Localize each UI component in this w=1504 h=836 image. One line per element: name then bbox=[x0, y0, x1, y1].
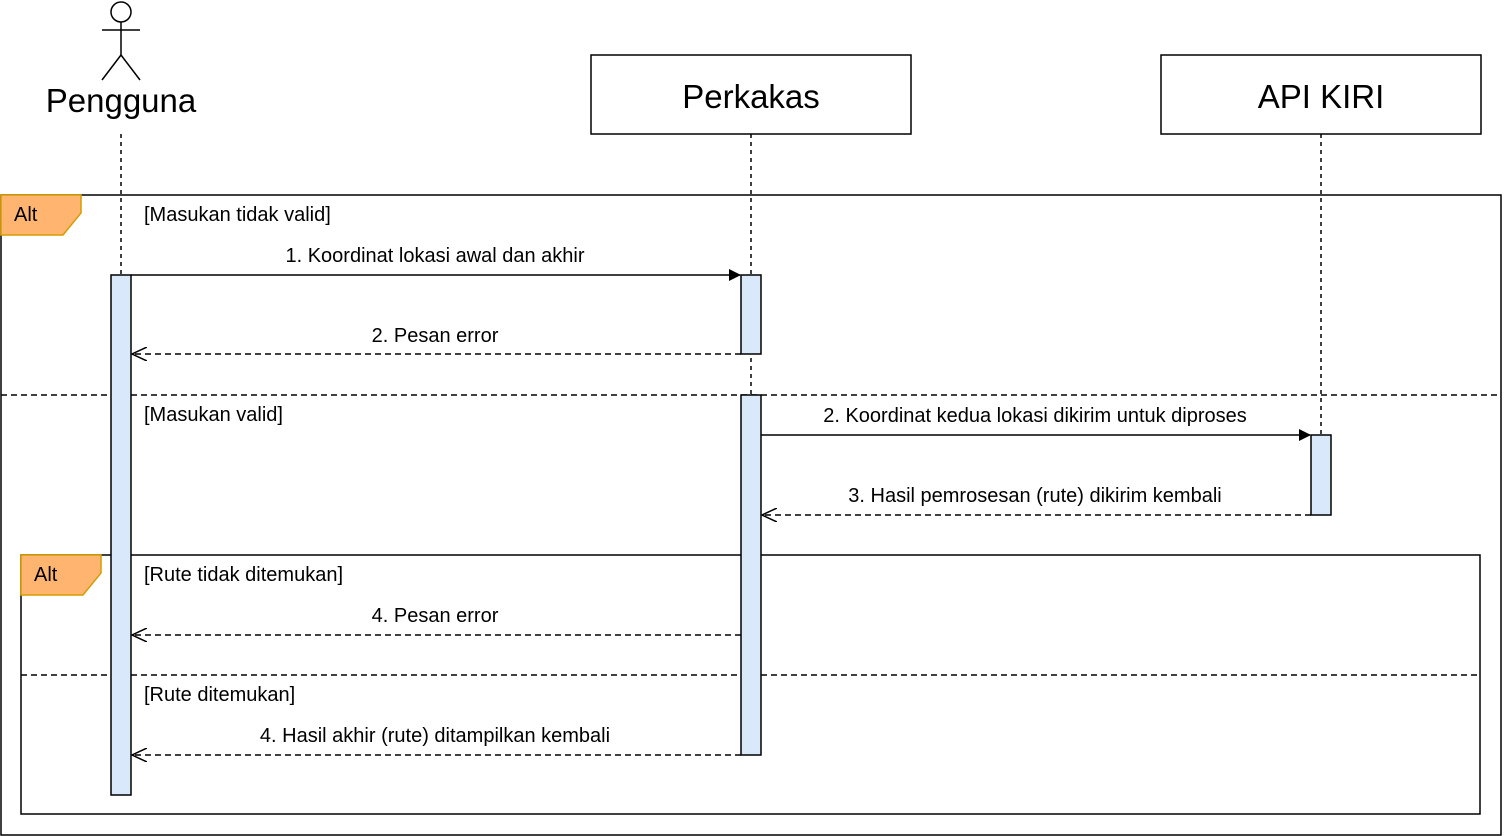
alt-frame-outer: Alt [Masukan tidak valid] [Masukan valid… bbox=[0, 194, 1502, 836]
guard-masukan-tidak-valid: [Masukan tidak valid] bbox=[144, 204, 331, 226]
lifelines bbox=[120, 134, 1322, 435]
stick-figure-icon bbox=[101, 1, 141, 81]
activation-pengguna bbox=[110, 274, 132, 796]
actor-label: Pengguna bbox=[46, 82, 197, 119]
participant-api-kiri: API KIRI bbox=[1160, 54, 1482, 135]
participant-label-perkakas: Perkakas bbox=[682, 78, 820, 115]
message-1-label: 1. Koordinat lokasi awal dan akhir bbox=[285, 245, 584, 267]
alt-frame-outer-label: Alt bbox=[14, 204, 38, 226]
message-4: 3. Hasil pemrosesan (rute) dikirim kemba… bbox=[762, 485, 1311, 515]
message-2-label: 2. Pesan error bbox=[372, 325, 499, 347]
guard-rute-ditemukan: [Rute ditemukan] bbox=[144, 684, 295, 706]
message-3: 2. Koordinat kedua lokasi dikirim untuk … bbox=[761, 405, 1311, 441]
message-5-label: 4. Pesan error bbox=[372, 605, 499, 627]
message-5: 4. Pesan error bbox=[132, 605, 741, 635]
activation-api-kiri bbox=[1310, 434, 1332, 516]
message-6: 4. Hasil akhir (rute) ditampilkan kembal… bbox=[132, 725, 741, 755]
guard-masukan-valid: [Masukan valid] bbox=[144, 404, 283, 426]
message-1: 1. Koordinat lokasi awal dan akhir bbox=[131, 245, 741, 281]
guard-rute-tidak-ditemukan: [Rute tidak ditemukan] bbox=[144, 564, 343, 586]
participant-perkakas: Perkakas bbox=[590, 54, 912, 135]
activation-perkakas-1 bbox=[740, 274, 762, 355]
participant-label-api: API KIRI bbox=[1258, 78, 1385, 115]
activation-bars bbox=[110, 274, 1332, 796]
message-4-label: 3. Hasil pemrosesan (rute) dikirim kemba… bbox=[848, 485, 1221, 507]
message-3-label: 2. Koordinat kedua lokasi dikirim untuk … bbox=[823, 405, 1247, 427]
alt-frame-inner-tab bbox=[20, 554, 102, 596]
message-6-label: 4. Hasil akhir (rute) ditampilkan kembal… bbox=[260, 725, 610, 747]
alt-frame-outer-tab bbox=[0, 194, 82, 236]
alt-frame-inner-label: Alt bbox=[34, 564, 58, 586]
activation-perkakas-2 bbox=[740, 394, 762, 756]
actor-pengguna: Pengguna bbox=[46, 1, 197, 119]
messages: 1. Koordinat lokasi awal dan akhir 2. Pe… bbox=[131, 245, 1311, 755]
message-2: 2. Pesan error bbox=[132, 325, 741, 354]
